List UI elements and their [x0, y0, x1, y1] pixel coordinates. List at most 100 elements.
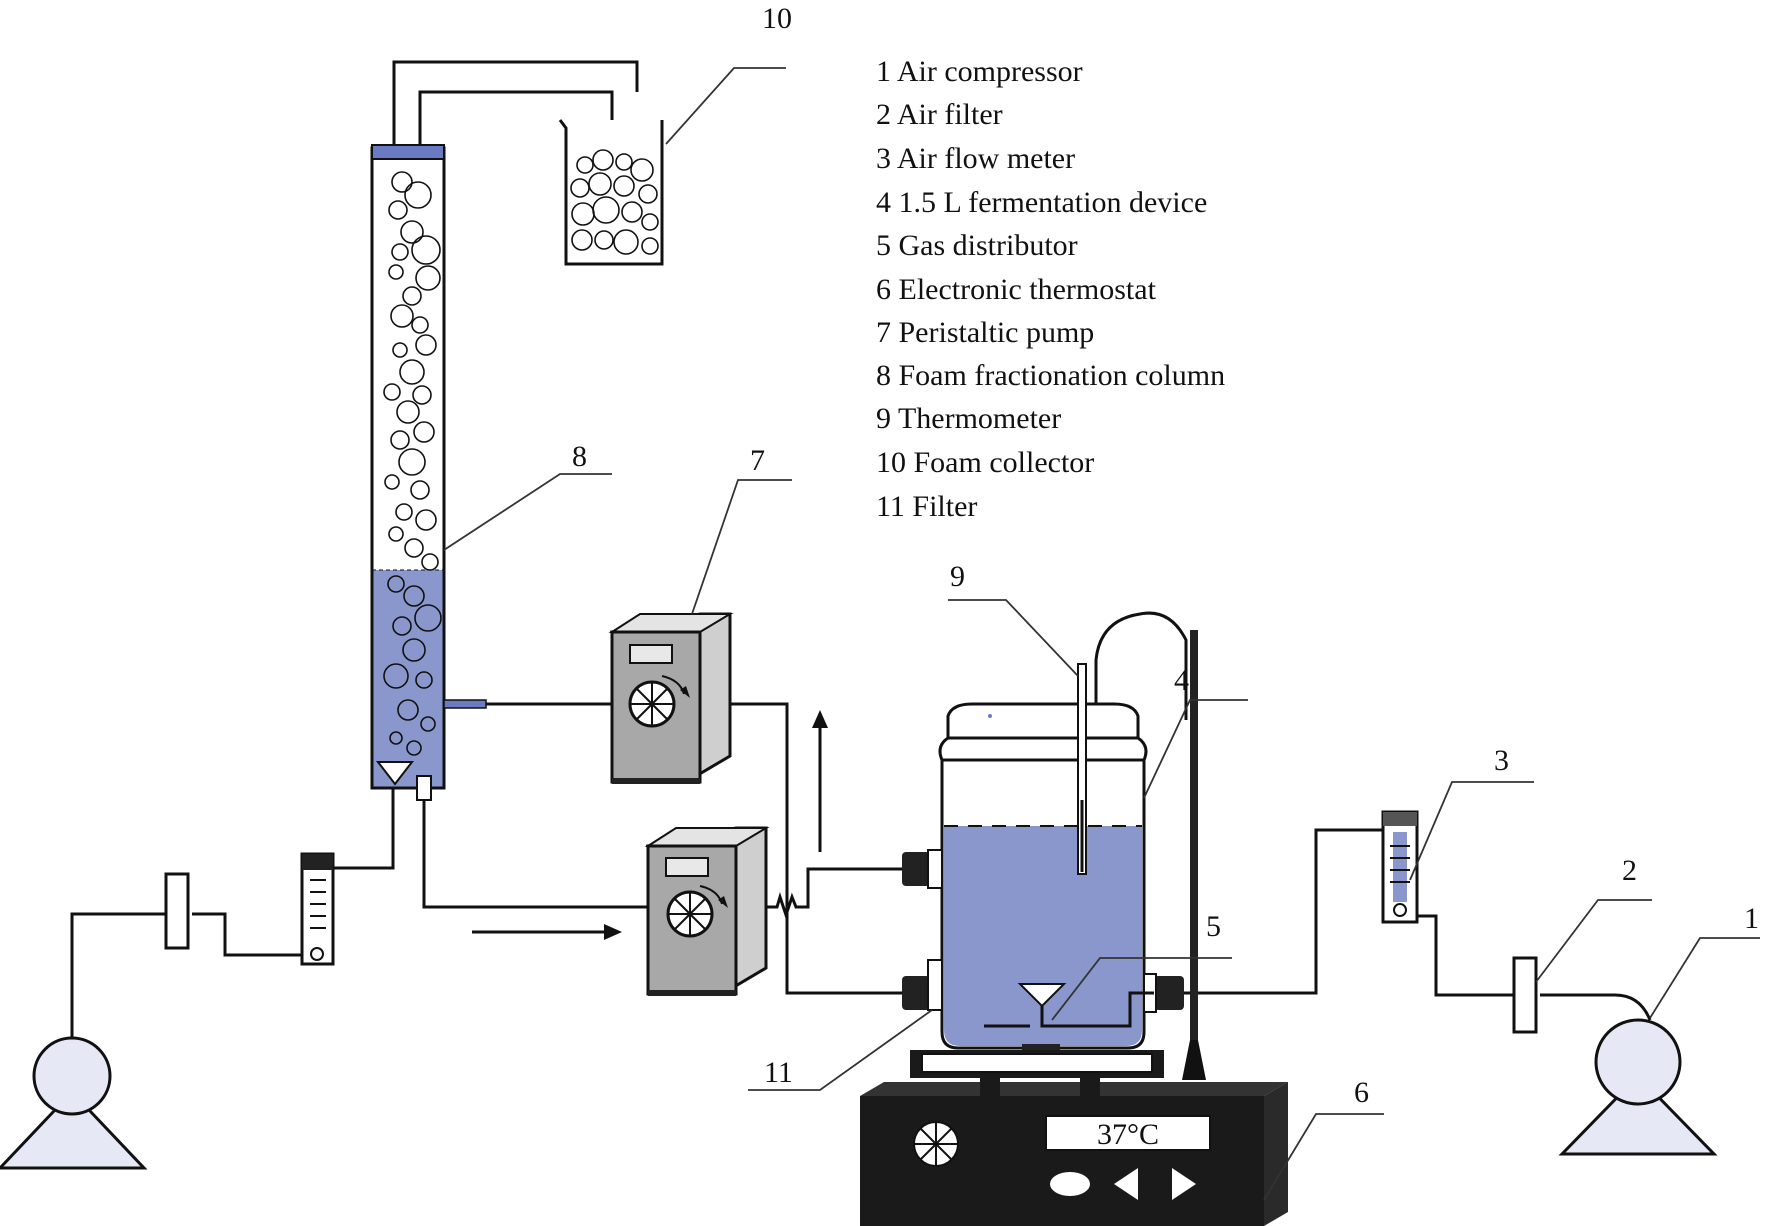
compressor-head	[1594, 1018, 1682, 1106]
pump-rotor-spokes	[668, 892, 712, 936]
leader-7	[691, 479, 792, 615]
peristaltic-pump-lower	[644, 826, 770, 997]
thermostat-side	[1264, 1082, 1288, 1226]
leader-8	[443, 473, 612, 551]
air-filter-2	[1512, 956, 1538, 1034]
flowmeter-cap	[302, 854, 333, 870]
legend-item: 8 Foam fractionation column	[876, 359, 1225, 392]
thermostat-fan-blades	[914, 1122, 958, 1166]
callout-2: 2	[1622, 854, 1637, 887]
pump-display	[629, 644, 673, 664]
flow-arrow-right-head	[604, 924, 622, 940]
thermostat-left-button	[1114, 1168, 1138, 1200]
legend-item: 4 1.5 L fermentation device	[876, 186, 1207, 219]
pump-base	[648, 990, 736, 996]
legend-item: 5 Gas distributor	[876, 229, 1078, 262]
tube-column-to-pump-lower	[422, 795, 680, 909]
leader-9	[948, 599, 1079, 677]
flow-arrows	[472, 710, 828, 940]
flowmeter-tube	[1393, 832, 1407, 902]
peristaltic-pump-upper	[608, 612, 734, 785]
compressor-head	[32, 1036, 112, 1116]
left-filter	[164, 872, 190, 950]
leader-2	[1535, 899, 1652, 983]
foam-bubbles	[383, 171, 441, 571]
callout-3: 3	[1494, 744, 1509, 777]
thermostat-foot	[1080, 1078, 1100, 1098]
lid-tube-loop	[1094, 611, 1188, 720]
right-air-compressor	[1558, 1018, 1718, 1156]
vessel-lower-port	[902, 976, 930, 1010]
tube-pump-lower-to-fermenter	[728, 867, 902, 920]
thermostat-temperature: 37°C	[1097, 1118, 1159, 1151]
flowmeter-float	[310, 947, 324, 961]
leader-lines	[443, 67, 1760, 1201]
callout-4: 4	[1174, 664, 1189, 697]
probe-rod-base	[1182, 1040, 1206, 1080]
tube-sparger-to-flowmeter	[1184, 828, 1383, 995]
electronic-thermostat: 37°C	[860, 1050, 1288, 1226]
compressor-base	[1558, 1073, 1718, 1156]
pump-rotation-arrowhead	[718, 896, 728, 908]
tube-pump7-to-fermenter	[680, 702, 902, 995]
column-gas-distributor	[375, 761, 415, 786]
legend: 1 Air compressor 2 Air filter 3 Air flow…	[876, 55, 1225, 523]
thermostat-button	[1050, 1172, 1090, 1196]
pump-display	[665, 857, 709, 877]
legend-item: 10 Foam collector	[876, 446, 1094, 479]
callout-1: 1	[1744, 902, 1759, 935]
vessel-lid	[946, 702, 1140, 740]
vessel-upper-port	[902, 852, 930, 886]
outlet-tube-inner	[418, 90, 614, 148]
legend-item: 1 Air compressor	[876, 55, 1083, 88]
collector-bubbles	[570, 149, 659, 255]
thermostat-display	[1045, 1115, 1211, 1151]
beaker	[558, 119, 664, 266]
legend-item: 3 Air flow meter	[876, 142, 1075, 175]
leader-4	[1143, 699, 1248, 799]
left-air-compressor	[0, 1036, 148, 1170]
vessel-gas-port	[1154, 976, 1184, 1010]
legend-item: 2 Air filter	[876, 98, 1003, 131]
flowmeter-float	[1393, 903, 1407, 917]
compressor-base	[0, 1089, 148, 1170]
callout-numbers: 10 8 7 9 4 3 2 1 5 11 6	[572, 2, 1759, 1109]
flow-arrow-up-head	[812, 710, 828, 728]
legend-item: 9 Thermometer	[876, 402, 1061, 435]
vessel-upper-port-collar	[927, 849, 943, 889]
foam-collector	[558, 119, 664, 266]
right-air-flow-meter	[1381, 810, 1419, 924]
tube-left-filter	[192, 912, 302, 957]
probe-rod	[1182, 630, 1206, 1080]
liquid-bubbles	[383, 575, 442, 756]
leader-5	[1051, 957, 1232, 1021]
tube-left-flowmeter	[333, 788, 395, 870]
legend-item: 6 Electronic thermostat	[876, 273, 1157, 306]
tube-filter-to-compressor	[1540, 993, 1652, 1021]
filter-11	[927, 959, 943, 1011]
probe-rod-shaft	[1190, 630, 1198, 1052]
legend-item: 7 Peristaltic pump	[876, 316, 1094, 349]
fermentation-device	[902, 663, 1184, 1050]
flowmeter-body	[300, 852, 335, 966]
callout-6: 6	[1354, 1076, 1369, 1109]
thermostat-right-button	[1172, 1168, 1196, 1200]
leader-10	[665, 67, 786, 145]
vessel-gas-distributor	[1017, 983, 1067, 1008]
leader-6	[1263, 1113, 1384, 1201]
tube-left-compressor	[70, 912, 166, 1072]
vessel-liquid	[944, 826, 1142, 1046]
left-air-flow-meter	[300, 852, 335, 966]
thermostat-top	[860, 1082, 1288, 1096]
legend-item: 11 Filter	[876, 490, 977, 523]
foam-fractionation-column	[370, 144, 487, 801]
callout-11: 11	[764, 1056, 793, 1089]
callout-7: 7	[750, 444, 765, 477]
distributor-pipe	[1040, 991, 1154, 1028]
pump-rotation-arrowhead	[680, 686, 690, 698]
pump-rotor-spokes	[630, 682, 674, 726]
leader-11	[748, 1009, 933, 1091]
pump-base	[612, 778, 700, 784]
lid-dot	[988, 714, 992, 718]
